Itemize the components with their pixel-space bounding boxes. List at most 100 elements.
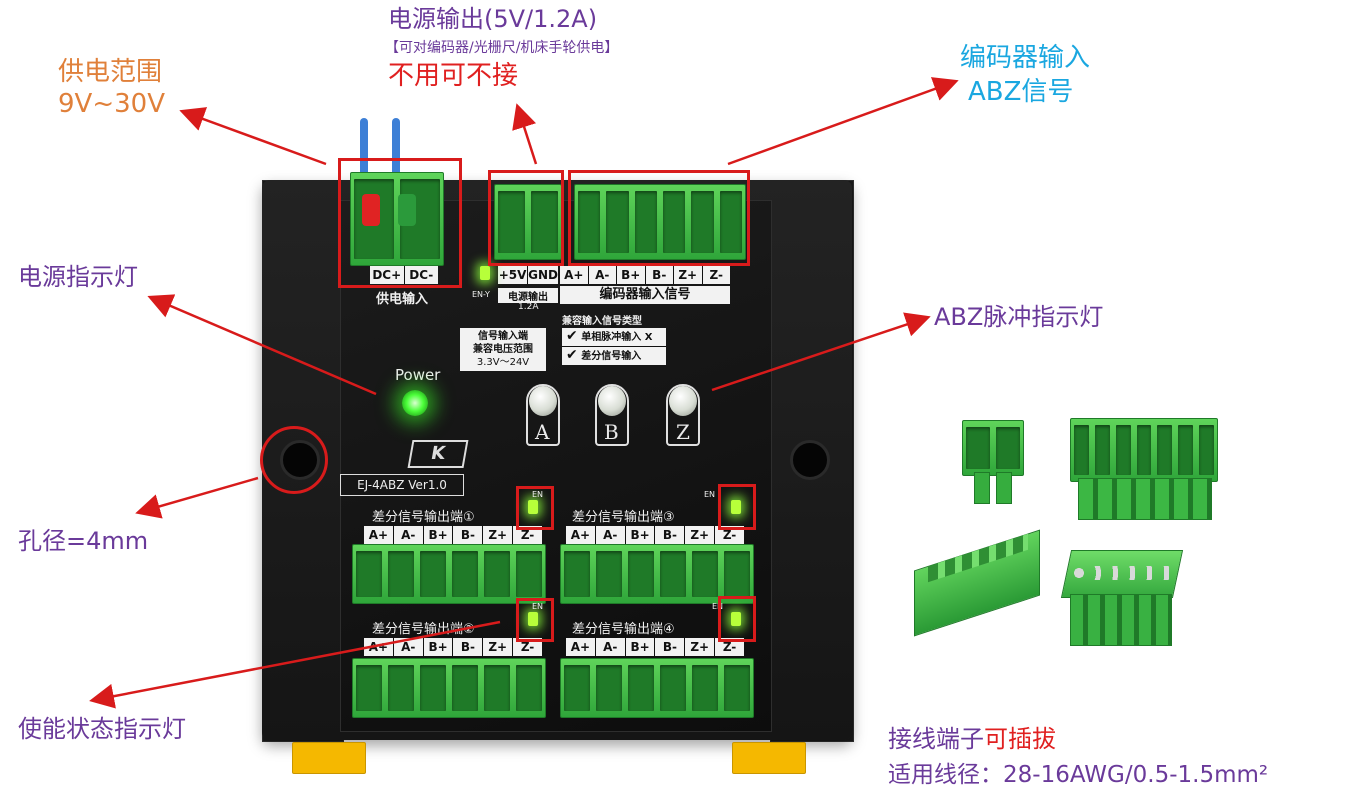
compat-option-2-text: 差分信号输入 — [581, 351, 642, 362]
pin-label: DC- — [409, 268, 434, 282]
pin-label: Z+ — [674, 266, 703, 284]
encoder-board-label: 编码器输入信号 — [560, 286, 730, 304]
supply-range-title: 供电范围 — [58, 57, 163, 87]
pin-label: GND — [528, 268, 558, 282]
encoder-input-terminal[interactable] — [574, 184, 746, 260]
pin-label: Z- — [709, 268, 723, 282]
supply-range-value: 9V~30V — [58, 89, 165, 119]
pin-label: Z- — [722, 528, 737, 542]
loose-connector-6pin-angled — [1056, 540, 1186, 650]
pin-label: A- — [589, 266, 617, 284]
power-output-terminal[interactable] — [494, 184, 562, 260]
power-input-terminal[interactable] — [350, 172, 444, 266]
connector-body — [962, 420, 1024, 476]
highlight-enable-led-1 — [516, 486, 554, 530]
highlight-enable-led-3 — [718, 484, 756, 530]
pin-label: A+ — [566, 526, 596, 544]
output-4-pin-labels: A+ A- B+ B- Z+ Z- — [566, 638, 744, 656]
enable-led-4 — [731, 612, 741, 626]
output-3-pin-labels: A+ A- B+ B- Z+ Z- — [566, 526, 744, 544]
pin-label: A+ — [560, 266, 589, 284]
output-1-pin-labels: A+ A- B+ B- Z+ Z- — [364, 526, 542, 544]
wire-gauge-label: 适用线径：28-16AWG/0.5-1.5mm² — [888, 762, 1269, 788]
pin-label: A- — [596, 526, 626, 544]
pulse-letter-a: A — [535, 420, 550, 444]
loose-connector-2pin-top — [962, 420, 1024, 504]
compat-option-1: ✔ 单相脉冲输入 X — [562, 328, 666, 347]
terminal-label-prefix: 接线端子 — [888, 725, 984, 753]
signal-box-line1: 信号输入端 — [478, 331, 528, 342]
connector-legs — [1078, 478, 1212, 520]
power-output-title: 电源输出(5V/1.2A) — [388, 5, 598, 33]
output-4-label: 差分信号输出端④ — [572, 622, 675, 637]
power-output-note: 【可对编码器/光栅尺/机床手轮供电】 — [385, 40, 619, 56]
en-y-label: EN-Y — [472, 290, 490, 299]
output-2-terminal[interactable] — [352, 658, 546, 718]
terminal-label-pluggable: 可插拔 — [984, 725, 1056, 753]
pin-label: B- — [655, 526, 686, 544]
pin-label: B- — [655, 638, 686, 656]
loose-connector-6pin-top — [1070, 418, 1220, 524]
pin-label: DC+ — [370, 266, 405, 284]
enable-led-3 — [731, 500, 741, 514]
pin-label: Z+ — [685, 526, 716, 544]
output-3-label: 差分信号输出端③ — [572, 510, 675, 525]
pulse-frame-b — [595, 384, 629, 446]
pulse-led-z — [669, 386, 697, 416]
compat-box: ✔ 单相脉冲输入 X ✔ 差分信号输入 — [562, 328, 666, 365]
power-output-warning: 不用可不接 — [388, 61, 519, 91]
compat-title: 兼容输入信号类型 — [562, 316, 642, 327]
encoder-input-signal: ABZ信号 — [968, 77, 1074, 107]
ferrule-green — [398, 194, 416, 226]
pin-label: A+ — [566, 638, 596, 656]
pin-label: Z+ — [483, 638, 514, 656]
power-text: Power — [395, 366, 441, 384]
pin-label: Z+ — [685, 638, 716, 656]
pulse-letter-z: Z — [676, 420, 690, 444]
pin-label: Z- — [520, 528, 535, 542]
output-1-label: 差分信号输出端① — [372, 510, 475, 525]
output-1-terminal[interactable] — [352, 544, 546, 604]
highlight-encoder-input — [568, 170, 750, 266]
connector-legs — [1070, 594, 1172, 646]
pulse-frame-z — [666, 384, 700, 446]
output-3-terminal[interactable] — [560, 544, 754, 604]
power-indicator-label: 电源指示灯 — [18, 263, 138, 291]
compat-option-1-mark: X — [644, 332, 653, 343]
arrow-enable — [89, 620, 501, 709]
pin-label: A+ — [364, 526, 394, 544]
pin-label: B- — [453, 526, 484, 544]
signal-voltage-box: 信号输入端 兼容电压范围 3.3V～24V — [460, 328, 546, 371]
output-2-label: 差分信号输出端② — [372, 622, 475, 637]
pin-label: Z- — [722, 640, 737, 654]
pin-label: B+ — [626, 638, 656, 656]
output-4-terminal[interactable] — [560, 658, 754, 718]
pin-label: B- — [646, 266, 674, 284]
power-input-label: 供电输入 — [376, 292, 429, 307]
highlight-power-input — [338, 158, 462, 288]
pin-label: B+ — [617, 266, 646, 284]
check-icon: ✔ — [566, 328, 578, 344]
power-output-board-label: 电源输出 — [498, 288, 558, 303]
en-label-2: EN — [532, 602, 544, 611]
en-label-3: EN — [704, 490, 716, 499]
pulse-led-a — [529, 386, 557, 416]
model-text: EJ-4ABZ Ver1.0 — [357, 478, 447, 492]
loose-connector-6pin-side — [914, 529, 1044, 637]
connector-leg — [996, 472, 1012, 504]
arrow-encoder — [727, 77, 959, 166]
connector-body — [1070, 418, 1218, 482]
pin-label: B- — [453, 638, 484, 656]
pin-label: A- — [394, 638, 424, 656]
highlight-power-output — [488, 170, 564, 266]
compat-option-2: ✔ 差分信号输入 — [562, 347, 666, 365]
pin-label: B+ — [424, 526, 454, 544]
connector-screws — [1072, 566, 1172, 580]
encoder-input-title: 编码器输入 — [960, 43, 1091, 73]
arrow-power-out — [512, 103, 538, 165]
pin-label: Z- — [520, 640, 535, 654]
check-icon: ✔ — [566, 347, 578, 363]
signal-box-line2: 兼容电压范围 — [473, 344, 533, 355]
arrow-hole — [135, 476, 259, 519]
